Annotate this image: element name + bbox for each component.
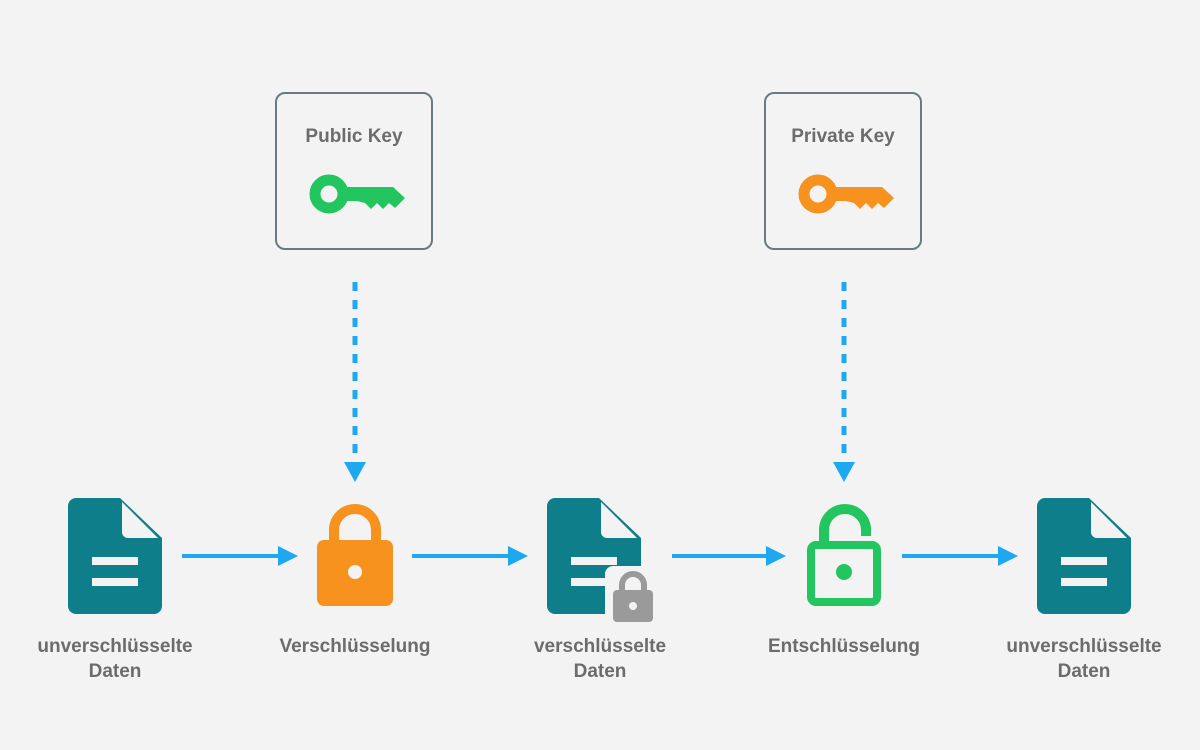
flow-arrow-3 [672,546,786,566]
node-label-line: Daten [1057,661,1111,682]
public-key-dotted-arrow [344,282,366,482]
orange-key-icon [798,174,894,214]
node-label-line: Daten [88,661,142,682]
lock-closed-icon [317,504,393,606]
flow-arrow-4 [902,546,1018,566]
node-label-encrypted-data: verschlüsselte Daten [500,634,700,684]
private-key-dotted-arrow [833,282,855,482]
public-key-title: Public Key [305,126,403,147]
flow-arrow-1 [182,546,298,566]
lock-open-icon [807,504,881,606]
node-label-encryption: Verschlüsselung [255,634,455,659]
node-label-line: unverschlüsselte [1006,636,1162,657]
node-label-line: Verschlüsselung [279,636,431,657]
node-label-line: Entschlüsselung [767,636,921,657]
green-key-icon [309,174,405,214]
flow-arrow-2 [412,546,528,566]
small-lock-icon [605,566,663,626]
private-key-box: Private Key [764,92,922,250]
node-label-line: Daten [573,661,627,682]
node-label-line: unverschlüsselte [37,636,193,657]
public-key-box: Public Key [275,92,433,250]
node-label-decryption: Entschlüsselung [744,634,944,659]
private-key-title: Private Key [791,126,895,147]
node-label-line: verschlüsselte [533,636,667,657]
node-label-unencrypted-data: unverschlüsselte Daten [15,634,215,684]
node-label-unencrypted-data: unverschlüsselte Daten [984,634,1184,684]
document-icon [1037,498,1131,614]
document-icon [68,498,162,614]
